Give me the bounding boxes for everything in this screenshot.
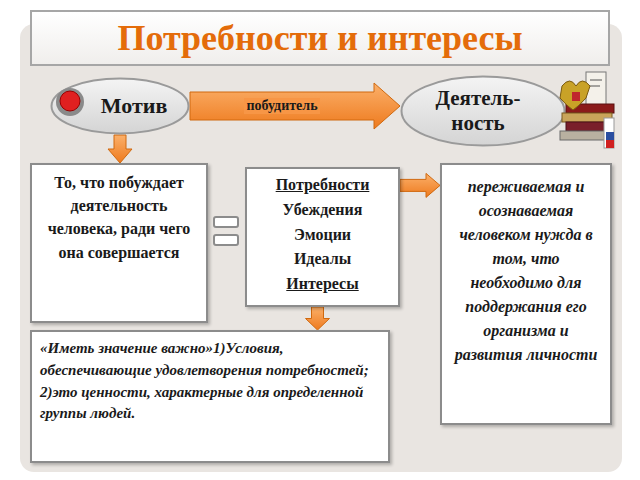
list-box: ПотребностиУбежденияЭмоцииИдеалыИнтересы — [245, 167, 400, 307]
block-arrow — [108, 135, 132, 163]
arrow-label: побудитель — [244, 98, 319, 114]
ellipse — [52, 79, 189, 134]
coat-of-arms-icon — [560, 81, 590, 110]
node-text: То, что побуждает деятельность человека,… — [40, 171, 198, 264]
node-text: Потребности — [253, 173, 392, 198]
equals-sign — [214, 235, 238, 245]
motive-ellipse: Мотив — [50, 77, 190, 135]
title-text: Потребности и интересы — [117, 17, 522, 59]
node-text: Убеждения — [253, 198, 392, 223]
node-text: Интересы — [253, 272, 392, 297]
ellipse — [402, 77, 565, 146]
block-arrow — [306, 307, 330, 330]
block-arrow — [190, 83, 400, 129]
activity-ellipse: Деятель- ность — [400, 75, 566, 147]
definition-box: То, что побуждает деятельность человека,… — [30, 163, 208, 323]
background-panel — [20, 24, 622, 472]
node-text: Идеалы — [253, 247, 392, 272]
node-text: переживаемая и осознаваемая человеком ну… — [450, 175, 602, 367]
title-bar: Потребности и интересы — [30, 10, 610, 66]
node-text: Мотив — [101, 93, 168, 119]
need-box: переживаемая и осознаваемая человеком ну… — [440, 163, 612, 425]
block-arrow — [400, 173, 440, 197]
red-button-icon — [60, 91, 80, 111]
node-text: Деятель- ность — [432, 86, 524, 136]
interest-box: «Иметь значение важно»1)Условия, обеспеч… — [30, 330, 390, 463]
node-text: Эмоции — [253, 223, 392, 248]
button-base — [56, 88, 84, 116]
books-icon — [560, 72, 614, 148]
node-text: «Иметь значение важно»1)Условия, обеспеч… — [40, 338, 380, 425]
equals-sign — [214, 217, 238, 227]
